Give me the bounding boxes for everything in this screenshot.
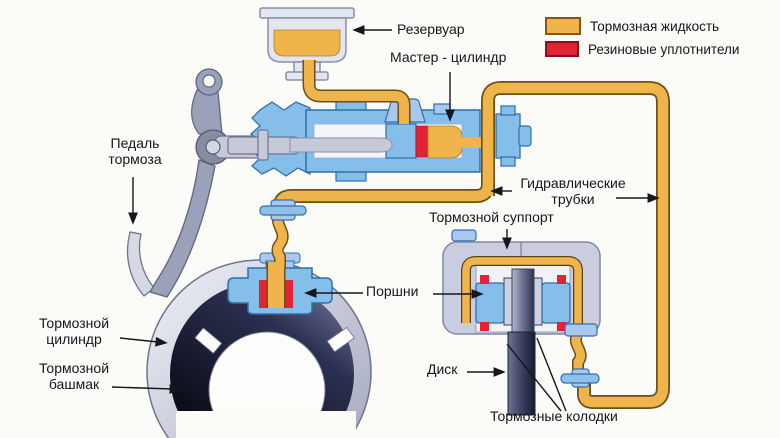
legend-item-brake-fluid: Тормозная жидкость [545, 17, 739, 35]
brake-pad-right [533, 277, 543, 326]
brake-pedal [126, 68, 264, 298]
label-brake-cylinder: Тормозной цилиндр [38, 315, 110, 347]
label-reservoir: Резервуар [397, 21, 465, 37]
callout-pad-right [536, 337, 567, 412]
bleeder-valve [451, 229, 477, 242]
rubber-seals-swatch [545, 41, 579, 57]
brake-fluid-swatch [545, 17, 581, 35]
label-brake-caliper: Тормозной суппорт [429, 209, 554, 225]
legend-label-rubber-seals: Резиновые уплотнители [588, 41, 740, 57]
arrow-brake-shoe [111, 384, 182, 394]
reservoir [259, 7, 355, 81]
master-cylinder [227, 98, 532, 182]
wheel-cylinder-seal-left [259, 280, 267, 308]
brake-pad-left [503, 277, 513, 326]
label-disc: Диск [427, 361, 458, 377]
legend-label-brake-fluid: Тормозная жидкость [590, 18, 720, 34]
brake-disc [507, 331, 536, 416]
label-brake-pads: Тормозные колодки [490, 408, 618, 424]
label-pistons: Поршни [366, 283, 419, 299]
drum-hose-fitting [259, 199, 307, 221]
callout-pad-left [506, 343, 562, 412]
master-fluid [427, 125, 463, 159]
legend: Тормозная жидкость Резиновые уплотнители [545, 17, 739, 57]
master-seal [415, 125, 429, 158]
label-master-cylinder: Мастер - цилиндр [390, 49, 507, 65]
label-hydraulic-tubes: Гидравлические трубки [520, 175, 626, 207]
drum-brake [146, 259, 372, 438]
reservoir-fluid [273, 29, 341, 57]
brake-caliper [442, 229, 601, 337]
caliper-piston-right [541, 282, 571, 324]
caliper-hose-fitting [560, 368, 600, 388]
caliper-piston-left [475, 282, 505, 324]
shoe-notch-right [326, 326, 355, 353]
pedal-pad [126, 231, 155, 297]
legend-item-rubber-seals: Резиновые уплотнители [545, 41, 739, 57]
label-brake-pedal: Педаль тормоза [108, 135, 162, 167]
wheel-cylinder-seal-right [285, 280, 293, 308]
arrow-brake-cylinder [119, 336, 168, 347]
callout-arrows [111, 25, 660, 412]
shoe-notch-left [194, 327, 223, 354]
label-brake-shoe: Тормозной башмак [38, 360, 110, 392]
